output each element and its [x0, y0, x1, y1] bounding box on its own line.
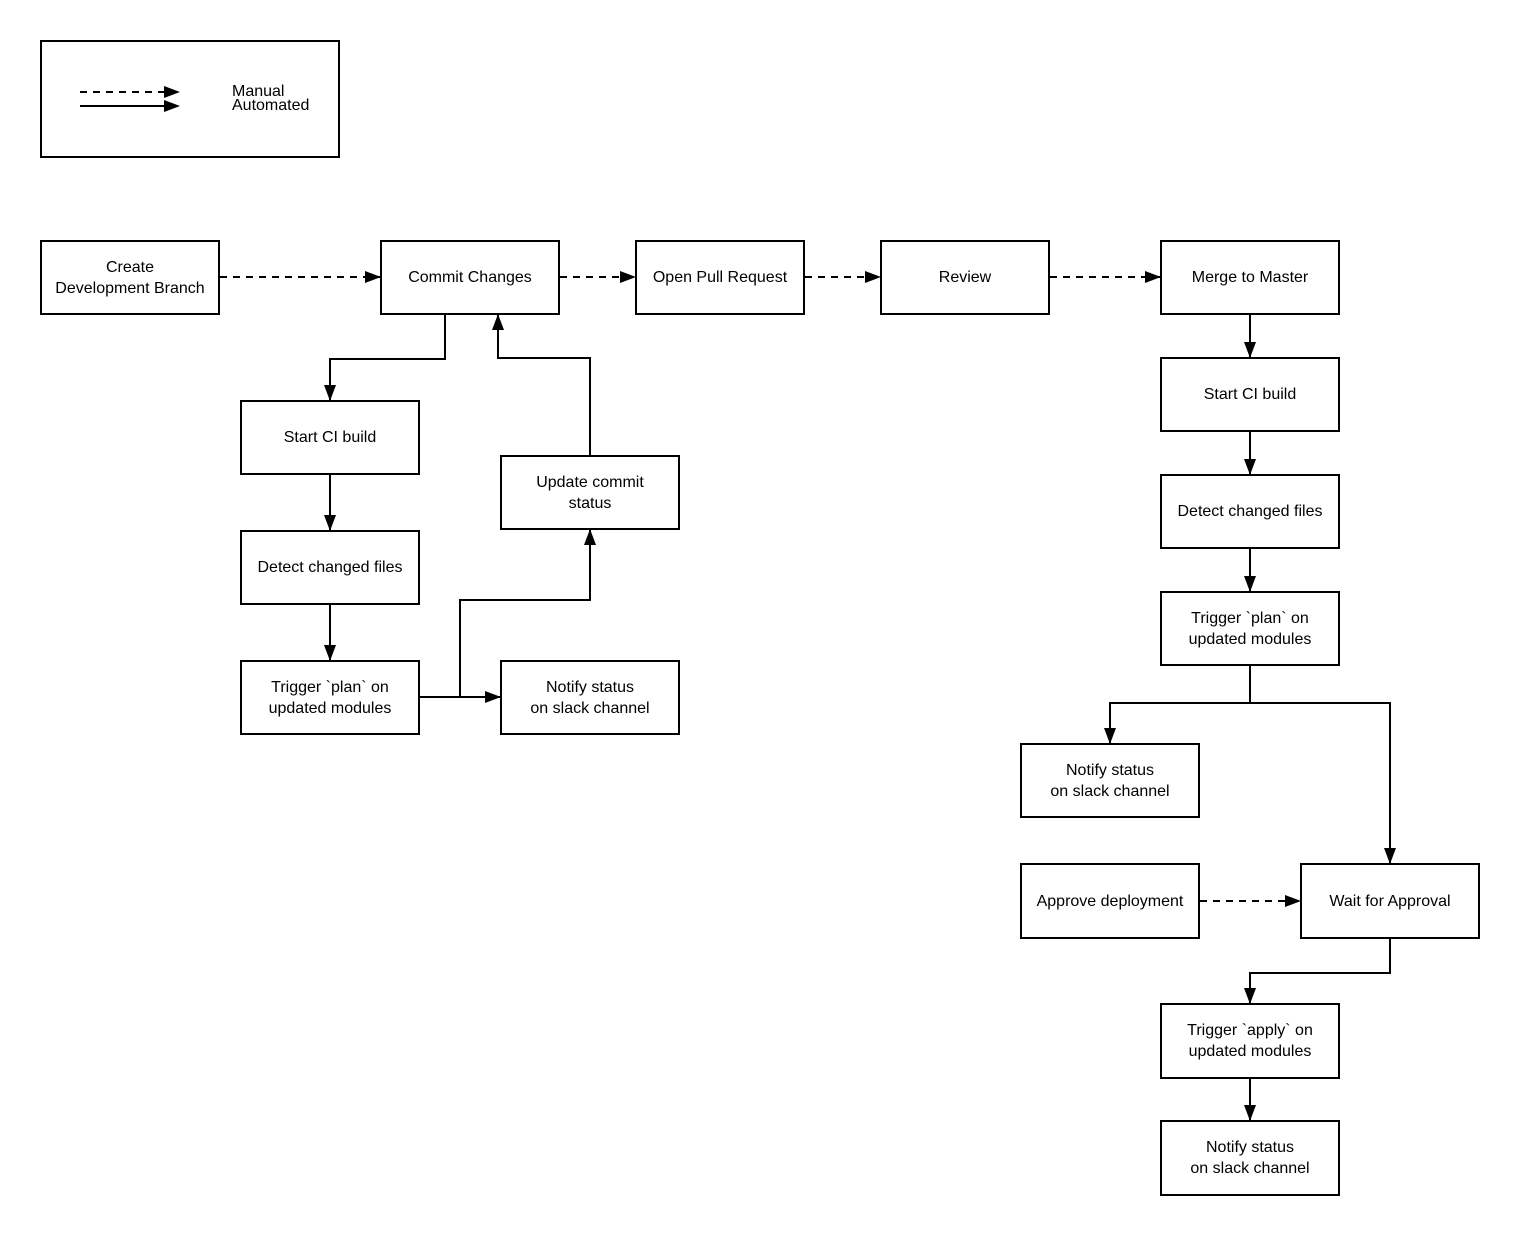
node-update-commit-status: Update commit status: [500, 455, 680, 530]
node-start-ci-build-left: Start CI build: [240, 400, 420, 475]
node-label: Start CI build: [283, 429, 377, 446]
node-wait-for-approval: Wait for Approval: [1300, 863, 1480, 939]
node-label: Notify status on slack channel: [530, 678, 650, 717]
node-label: Create Development Branch: [55, 258, 205, 297]
solid-arrow-icon: [80, 100, 180, 112]
dashed-arrow-icon: [80, 86, 180, 98]
node-label: Trigger `plan` on updated modules: [268, 678, 392, 717]
edge-update-commit-to-commit-changes: [492, 314, 591, 455]
node-notify-status-bottom: Notify status on slack channel: [1160, 1120, 1340, 1196]
edges-group: [220, 271, 1396, 1121]
node-label: Update commit status: [536, 473, 644, 512]
node-detect-changed-files-left: Detect changed files: [240, 530, 420, 605]
node-trigger-apply: Trigger `apply` on updated modules: [1160, 1003, 1340, 1079]
node-notify-status-left: Notify status on slack channel: [500, 660, 680, 735]
node-label: Notify status on slack channel: [1050, 761, 1170, 800]
node-label: Wait for Approval: [1329, 892, 1451, 910]
node-label: Open Pull Request: [652, 269, 788, 286]
node-notify-status-right: Notify status on slack channel: [1020, 743, 1200, 818]
node-start-ci-build-right: Start CI build: [1160, 357, 1340, 432]
node-open-pull-request: Open Pull Request: [635, 240, 805, 315]
node-commit-changes: Commit Changes: [380, 240, 560, 315]
legend-label: Manual: [232, 83, 285, 100]
edge-split-to-wait-for-approval: [1250, 702, 1396, 864]
legend-item-automated: Automated: [80, 97, 338, 114]
node-create-development-branch: Create Development Branch: [40, 240, 220, 315]
legend-item-manual: Manual: [80, 83, 338, 100]
node-merge-to-master: Merge to Master: [1160, 240, 1340, 315]
node-approve-deployment: Approve deployment: [1020, 863, 1200, 939]
edge-commit-to-start-ci-left: [324, 315, 446, 401]
edge-trigger-plan-to-update-commit: [459, 529, 596, 697]
node-label: Start CI build: [1203, 386, 1297, 403]
node-review: Review: [880, 240, 1050, 315]
node-label: Commit Changes: [408, 269, 532, 286]
edge-wait-approval-to-trigger-apply: [1244, 939, 1391, 1004]
node-label: Trigger `apply` on updated modules: [1187, 1022, 1313, 1060]
node-label: Detect changed files: [257, 559, 403, 576]
node-label: Approve deployment: [1036, 892, 1184, 910]
node-label: Review: [938, 269, 992, 286]
node-label: Notify status on slack channel: [1190, 1139, 1310, 1177]
node-trigger-plan-right: Trigger `plan` on updated modules: [1160, 591, 1340, 666]
node-detect-changed-files-right: Detect changed files: [1160, 474, 1340, 549]
node-label: Merge to Master: [1191, 269, 1309, 286]
node-label: Trigger `plan` on updated modules: [1188, 609, 1312, 648]
node-label: Detect changed files: [1177, 503, 1323, 520]
legend-label: Automated: [232, 97, 310, 114]
node-trigger-plan-left: Trigger `plan` on updated modules: [240, 660, 420, 735]
edge-split-to-notify-right: [1104, 702, 1250, 744]
